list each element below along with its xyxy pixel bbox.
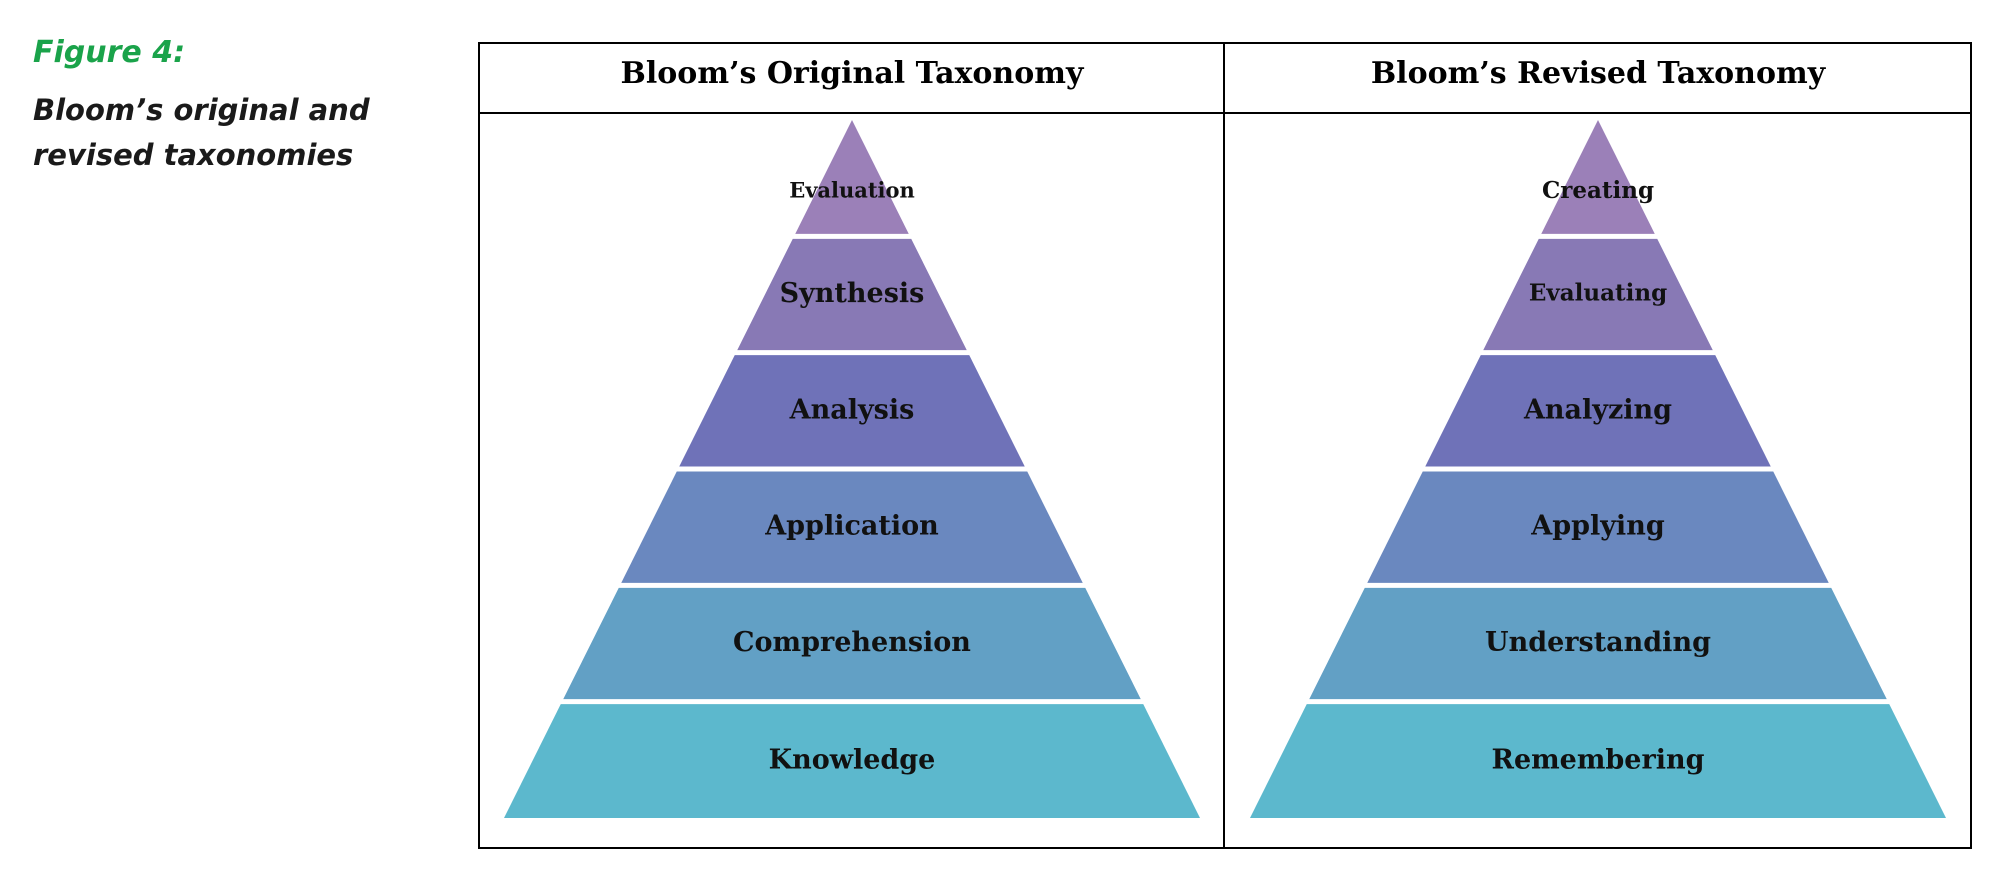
pyramid-level-evaluation <box>795 120 909 234</box>
pyramid-level-analyzing <box>1425 355 1771 467</box>
pyramid-label-understanding: Understanding <box>1485 627 1711 658</box>
pyramid-level-comprehension <box>563 587 1141 700</box>
pyramid-label-knowledge: Knowledge <box>769 745 936 776</box>
pyramid-level-creating <box>1541 120 1655 234</box>
pyramid-label-analyzing: Analyzing <box>1523 394 1672 425</box>
pyramid-label-application: Application <box>764 511 939 542</box>
pyramid-level-remembering <box>1250 704 1946 818</box>
pyramid-level-knowledge <box>504 704 1200 818</box>
pyramid-label-evaluating: Evaluating <box>1529 280 1667 307</box>
pyramid-level-application <box>621 471 1083 583</box>
pyramid-label-synthesis: Synthesis <box>780 278 925 309</box>
pyramid-label-remembering: Remembering <box>1492 745 1705 776</box>
revised-taxonomy-pyramid: CreatingEvaluatingAnalyzingApplyingUnder… <box>1250 120 1946 818</box>
pyramid-label-creating: Creating <box>1542 177 1654 204</box>
pyramid-level-analysis <box>679 355 1025 467</box>
original-taxonomy-title: Bloom’s Original Taxonomy <box>621 56 1085 91</box>
pyramid-level-applying <box>1367 471 1829 583</box>
revised-taxonomy-title: Bloom’s Revised Taxonomy <box>1371 56 1827 91</box>
figure-caption: Figure 4: Bloom’s original and revised t… <box>33 32 433 178</box>
pyramid-level-evaluating <box>1483 238 1713 351</box>
figure-label: Figure 4: <box>33 35 186 70</box>
pyramid-level-understanding <box>1309 587 1887 700</box>
pyramid-label-evaluation: Evaluation <box>789 178 915 203</box>
pyramid-label-applying: Applying <box>1530 511 1665 542</box>
pyramid-label-analysis: Analysis <box>789 394 915 425</box>
pyramid-level-synthesis <box>737 238 967 351</box>
figure-caption-text: Bloom’s original and revised taxonomies <box>33 93 370 172</box>
original-taxonomy-pyramid: EvaluationSynthesisAnalysisApplicationCo… <box>504 120 1200 818</box>
pyramid-label-comprehension: Comprehension <box>733 627 971 658</box>
